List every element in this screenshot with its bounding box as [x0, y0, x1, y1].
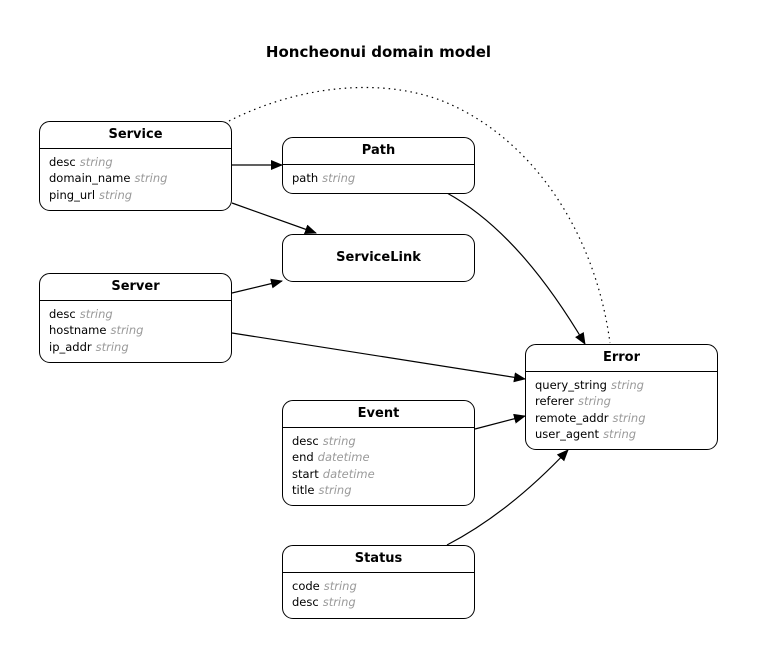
attribute-name: query_string [535, 378, 607, 392]
attribute-name: desc [292, 434, 319, 448]
attribute-type: string [99, 187, 133, 202]
edge-server-error [231, 332, 526, 383]
attribute-name: desc [49, 307, 76, 321]
attribute-type: string [610, 378, 644, 392]
attribute-type: string [95, 339, 129, 354]
attribute-name: ping_url [49, 187, 96, 202]
entity-error-name: Error [526, 345, 717, 372]
attribute-name: desc [292, 595, 319, 610]
entity-event-name: Event [283, 401, 474, 428]
attribute-type: string [577, 394, 611, 409]
attribute-type: string [134, 171, 168, 186]
edge-service-servicelink [231, 202, 317, 235]
attribute-name: domain_name [49, 171, 131, 186]
attribute-type: string [110, 323, 144, 338]
attribute-type: string [322, 595, 356, 610]
entity-service-name: Service [40, 122, 231, 149]
entity-servicelink[interactable]: ServiceLink [282, 234, 475, 282]
attribute-name: desc [49, 155, 76, 169]
attribute-type: string [323, 579, 357, 593]
attribute-name: user_agent [535, 426, 600, 441]
attribute-name: ip_addr [49, 339, 92, 354]
edge-event-error [474, 413, 526, 430]
attribute-name: title [292, 482, 315, 497]
attribute-name: end [292, 450, 314, 465]
entity-status-name: Status [283, 546, 474, 573]
entity-servicelink-name: ServiceLink [336, 250, 421, 265]
edge-path-error [446, 192, 586, 345]
attribute-type: string [612, 410, 646, 425]
attribute-type: string [79, 307, 113, 321]
attribute-type: string [322, 434, 356, 448]
attribute-name: hostname [49, 323, 107, 338]
attribute-type: string [318, 482, 352, 497]
attribute-name: referer [535, 394, 574, 409]
attribute-name: start [292, 466, 319, 481]
attribute-name: path [292, 171, 319, 185]
diagram-title: Honcheonui domain model [265, 43, 492, 61]
edge-service-error-dotted [228, 86, 611, 344]
attribute-name: remote_addr [535, 410, 609, 425]
edge-server-servicelink [231, 278, 283, 294]
entity-server-name: Server [40, 274, 231, 301]
attribute-type: datetime [322, 466, 375, 481]
attribute-type: string [79, 155, 113, 169]
edge-status-error [446, 449, 569, 546]
attribute-name: code [292, 579, 320, 593]
attribute-type: datetime [317, 450, 370, 465]
attribute-type: string [603, 426, 637, 441]
entity-path-name: Path [283, 138, 474, 165]
attribute-type: string [322, 171, 356, 185]
